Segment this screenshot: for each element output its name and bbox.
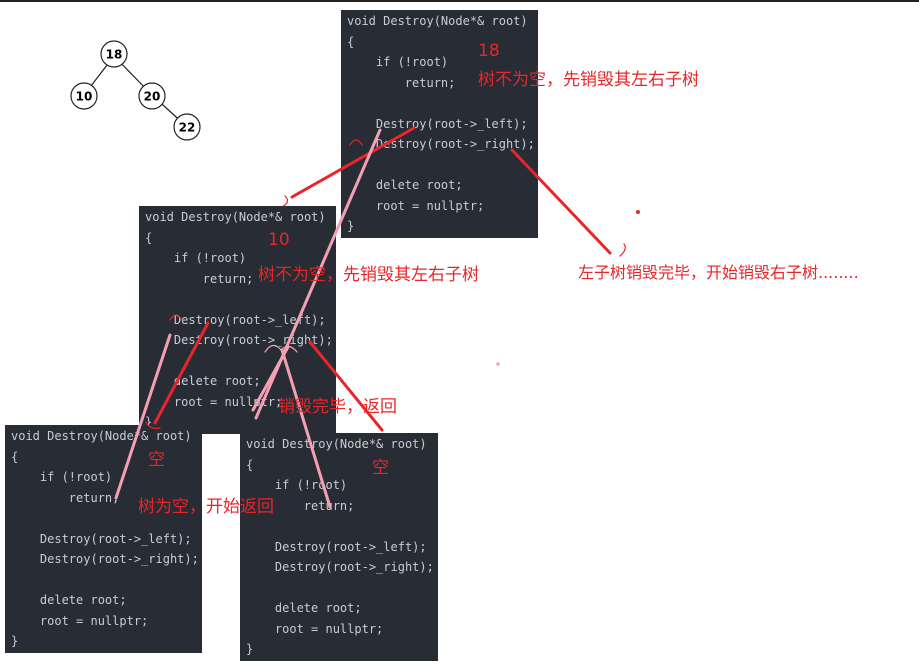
annotation-empty-right: 空 xyxy=(372,458,389,478)
value-label-18: 18 xyxy=(478,41,500,61)
tree-node-22: 22 xyxy=(173,113,201,141)
code-line: Destroy(root->_left); xyxy=(145,312,326,327)
code-line: } xyxy=(11,634,19,648)
code-line: } xyxy=(246,642,254,656)
squiggle-mark xyxy=(145,421,161,429)
pink-return-arrow-4 xyxy=(251,345,290,412)
code-line: Destroy(root->_right); xyxy=(145,333,333,347)
code-line: void Destroy(Node*& root) xyxy=(246,437,427,451)
code-line: Destroy(root->_right); xyxy=(246,560,434,574)
annotation-empty-return: 树为空，开始返回 xyxy=(138,497,274,517)
value-label-10: 10 xyxy=(268,230,290,250)
code-line: root = nullptr; xyxy=(11,613,149,628)
code-line: if (!root) xyxy=(347,55,449,69)
code-line: if (!root) xyxy=(11,470,113,484)
code-line: root = nullptr; xyxy=(246,621,384,636)
code-line: return; xyxy=(11,490,120,505)
squiggle-mark xyxy=(169,314,183,321)
code-line: { xyxy=(246,457,254,472)
red-arrow-right-subtree xyxy=(510,148,612,255)
code-line: delete root; xyxy=(11,593,127,607)
tree-node-18: 18 xyxy=(100,40,128,68)
code-line: } xyxy=(145,415,153,429)
pink-return-arrow-2 xyxy=(114,333,172,500)
tree-node-20: 20 xyxy=(138,82,166,110)
pink-return-arrow-3 xyxy=(280,348,332,509)
red-arrow-to-right-null xyxy=(308,340,384,432)
squiggle-mark xyxy=(349,139,363,146)
pink-dot xyxy=(496,362,500,366)
code-line: { xyxy=(11,449,19,464)
code-line: void Destroy(Node*& root) xyxy=(145,210,326,224)
code-line: Destroy(root->_right); xyxy=(11,552,199,566)
code-line: return; xyxy=(145,271,254,286)
code-line: root = nullptr; xyxy=(145,394,283,409)
squiggle-mark xyxy=(619,243,626,257)
code-line: if (!root) xyxy=(145,251,247,265)
annotation-not-empty-root: 树不为空，先销毁其左右子树 xyxy=(478,70,699,90)
code-line: { xyxy=(347,34,355,49)
code-line: delete root; xyxy=(347,178,463,192)
code-block-root-18: void Destroy(Node*& root) { if (!root) re… xyxy=(341,10,538,238)
binary-tree: 18 10 20 22 xyxy=(70,40,201,141)
code-line: Destroy(root->_right); xyxy=(347,137,535,151)
svg-text:18: 18 xyxy=(106,48,123,62)
top-border xyxy=(0,0,919,2)
code-line: delete root; xyxy=(145,374,261,388)
code-line: Destroy(root->_left); xyxy=(11,531,192,546)
annotation-destroyed-return: 销毁完毕，返回 xyxy=(278,397,397,417)
code-line: { xyxy=(145,230,153,245)
red-dot xyxy=(636,210,640,214)
annotation-empty-left: 空 xyxy=(148,450,165,470)
red-arrow-to-node-10 xyxy=(290,126,416,199)
code-block-right-null: void Destroy(Node*& root){ if (!root) re… xyxy=(240,433,438,661)
code-line: return; xyxy=(347,75,456,90)
svg-text:20: 20 xyxy=(144,90,161,104)
squiggle-mark xyxy=(264,344,298,353)
code-line: void Destroy(Node*& root) xyxy=(11,429,192,443)
code-line: delete root; xyxy=(246,601,362,615)
annotation-not-empty-node-10: 树不为空，先销毁其左右子树 xyxy=(258,265,479,285)
squiggle-mark xyxy=(282,195,289,207)
code-block-node-10: void Destroy(Node*& root) { if (!root) re… xyxy=(139,206,336,434)
code-line: root = nullptr; xyxy=(347,198,485,213)
annotation-left-done: 左子树销毁完毕，开始销毁右子树........ xyxy=(578,263,859,282)
svg-text:10: 10 xyxy=(76,90,93,104)
code-block-left-null: void Destroy(Node*& root) { if (!root) re… xyxy=(5,425,202,653)
code-line: } xyxy=(347,219,355,233)
code-line: void Destroy(Node*& root) xyxy=(347,14,528,28)
tree-node-10: 10 xyxy=(70,82,98,110)
code-line: Destroy(root->_left); xyxy=(246,539,427,554)
red-arrow-to-left-null xyxy=(153,321,210,425)
svg-text:22: 22 xyxy=(179,121,196,135)
